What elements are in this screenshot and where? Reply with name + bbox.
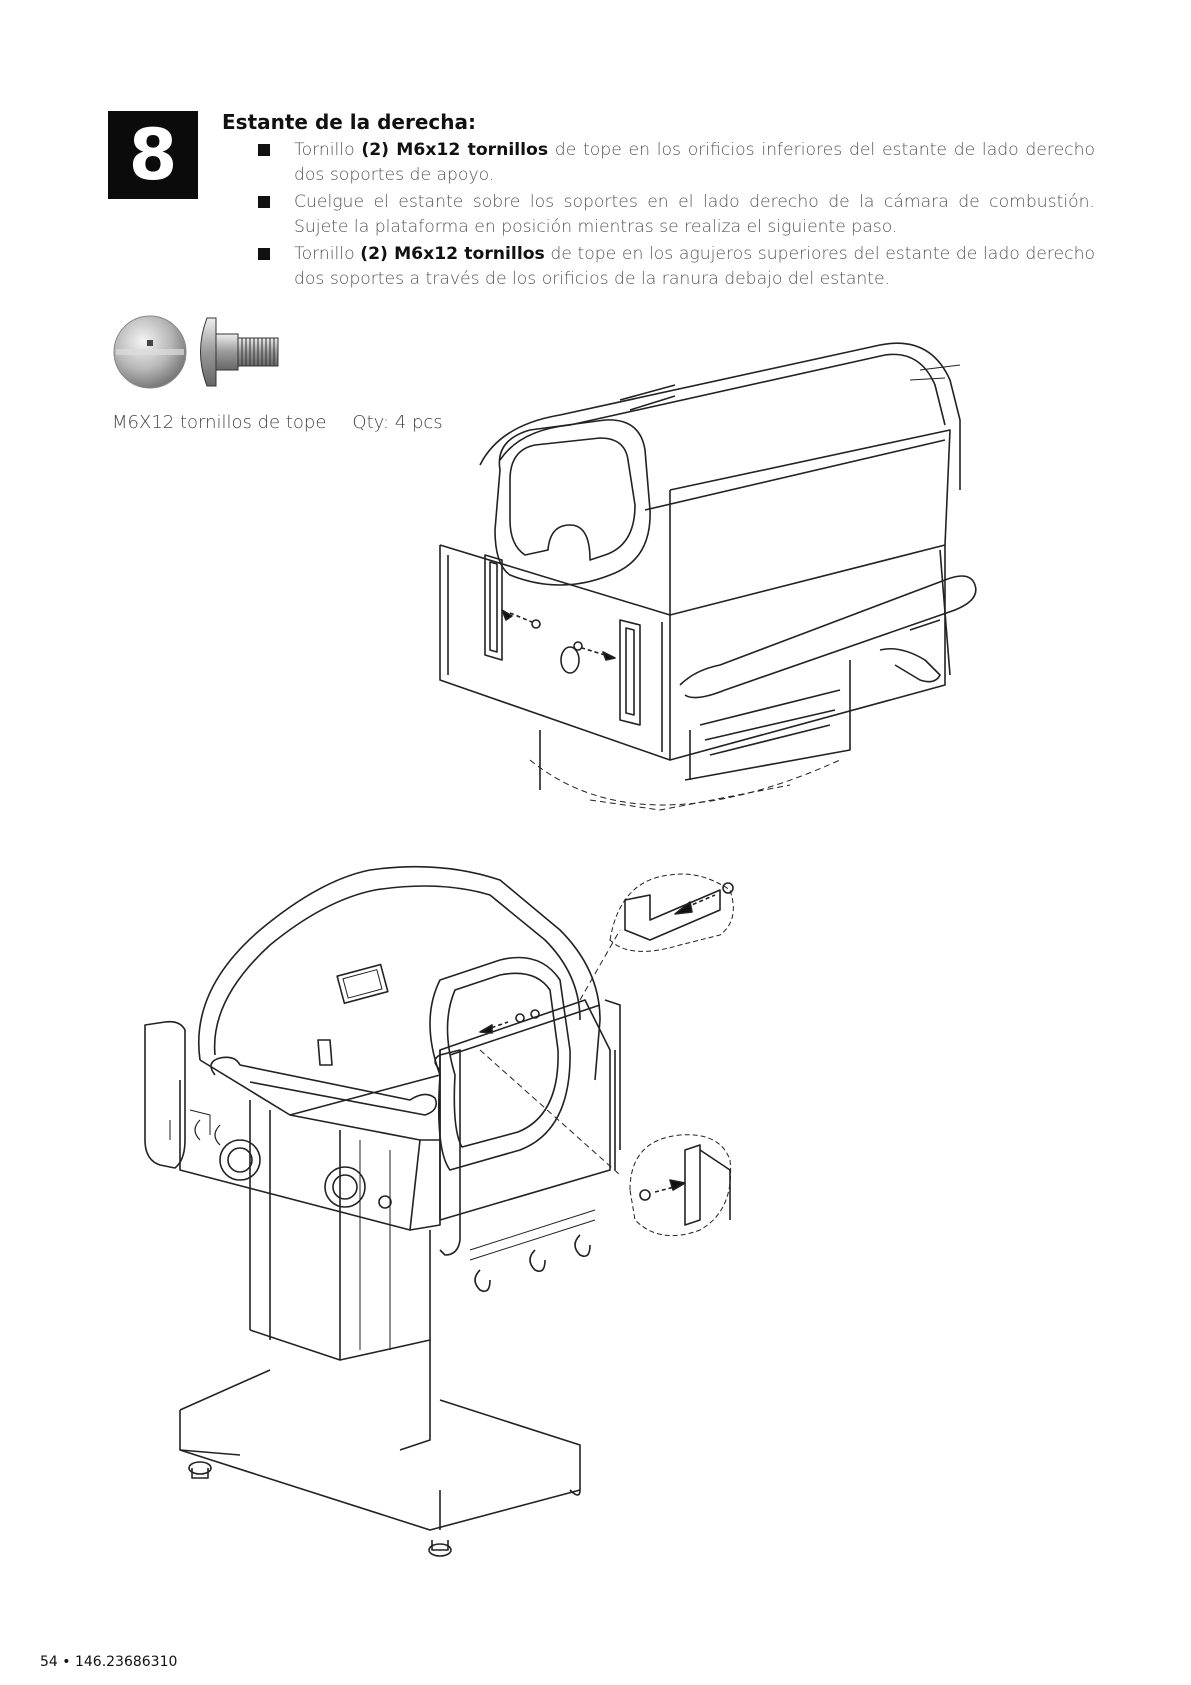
instruction-item: Cuelgue el estante sobre los soportes en… — [258, 190, 1095, 240]
hardware-name: M6X12 tornillos de tope — [112, 412, 327, 433]
page-footer: 54 • 146.23686310 — [40, 1654, 178, 1670]
instruction-item: Tornillo (2) M6x12 tornillos de tope en … — [258, 138, 1095, 188]
step-number-badge: 8 — [108, 111, 198, 199]
bullet-square-icon — [258, 248, 270, 260]
hardware-icons — [112, 312, 292, 392]
instruction-item: Tornillo (2) M6x12 tornillos de tope en … — [258, 242, 1095, 292]
step-heading: Estante de la derecha: — [222, 110, 477, 134]
instruction-list: Tornillo (2) M6x12 tornillos de tope en … — [258, 138, 1095, 294]
assembled-grill-illustration — [140, 850, 840, 1580]
screw-head-icon — [113, 315, 187, 389]
bullet-square-icon — [258, 196, 270, 208]
bullet-square-icon — [258, 144, 270, 156]
hardware-qty: Qty: 4 pcs — [352, 412, 443, 433]
hardware-caption: M6X12 tornillos de tope Qty: 4 pcs — [112, 412, 443, 433]
shoulder-bolt-icon — [200, 317, 279, 387]
grill-firebox-illustration — [439, 330, 1060, 850]
